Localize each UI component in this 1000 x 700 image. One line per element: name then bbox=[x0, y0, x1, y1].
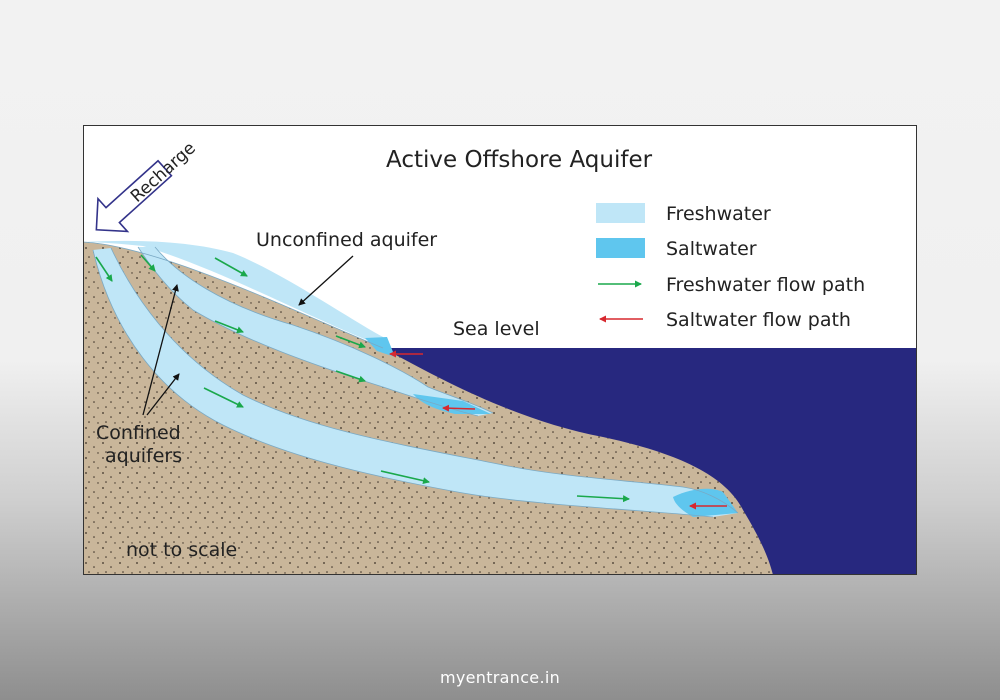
freshwater-flow-arrows bbox=[95, 254, 630, 503]
footer-site-name: myentrance.in bbox=[439, 668, 561, 687]
fresh-flow-arrow bbox=[335, 335, 366, 349]
fresh-flow-arrow bbox=[380, 470, 430, 485]
fresh-flow-arrow bbox=[335, 370, 366, 383]
fresh-flow-arrow bbox=[140, 254, 156, 272]
diagram-title: Active Offshore Aquifer bbox=[386, 147, 653, 173]
salt-flow-arrow bbox=[442, 404, 476, 412]
sea-level-label: Sea level bbox=[453, 318, 540, 340]
scale-note: not to scale bbox=[126, 539, 237, 561]
confined-aquifers-label-line1: Confined bbox=[96, 422, 181, 444]
confined-pointer-lower bbox=[146, 373, 180, 416]
unconfined-aquifer bbox=[83, 240, 387, 348]
confined-aquifer-lower bbox=[93, 248, 738, 517]
confined-aquifer-lower-saltwater bbox=[673, 488, 738, 517]
legend: Freshwater Saltwater Freshwater flow pat… bbox=[596, 203, 865, 331]
legend-label-saltwater: Saltwater bbox=[666, 238, 757, 260]
unconfined-pointer bbox=[298, 255, 354, 306]
aquifer-outlines bbox=[83, 241, 739, 518]
diagram-frame bbox=[83, 125, 917, 575]
unconfined-aquifer-label: Unconfined aquifer bbox=[256, 229, 437, 251]
recharge-arrow bbox=[95, 159, 173, 233]
legend-label-saltwater-flow: Saltwater flow path bbox=[666, 309, 851, 331]
fresh-flow-arrow bbox=[203, 387, 244, 408]
legend-label-freshwater: Freshwater bbox=[666, 203, 771, 225]
saltwater-flow-arrows bbox=[389, 350, 727, 510]
legend-swatch-freshwater bbox=[596, 203, 645, 223]
fresh-flow-arrow bbox=[214, 320, 244, 334]
legend-swatch-saltwater bbox=[596, 238, 645, 258]
confined-pointer-upper bbox=[142, 284, 179, 416]
legend-label-freshwater-flow: Freshwater flow path bbox=[666, 274, 865, 296]
aquifer-diagram: Active Offshore Aquifer Recharge Unconfi… bbox=[83, 125, 917, 575]
confined-aquifers-label-line2: aquifers bbox=[105, 445, 182, 467]
fresh-flow-arrow bbox=[95, 256, 113, 282]
confined-aquifer-upper bbox=[138, 247, 493, 416]
fresh-flow-arrow bbox=[214, 257, 248, 277]
fresh-flow-arrow bbox=[576, 495, 630, 503]
